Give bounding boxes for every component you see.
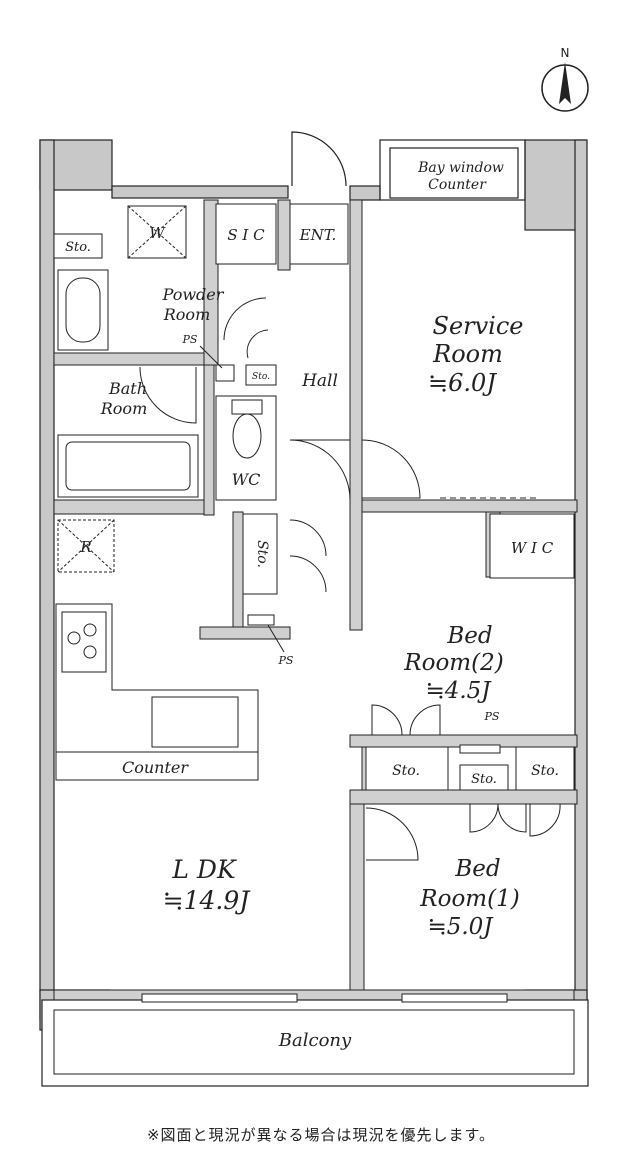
- bed1-area: ≒5.0J: [427, 914, 494, 940]
- bath-door[interactable]: [139, 366, 197, 424]
- hall-storage: [242, 513, 278, 595]
- service-room-area: ≒6.0J: [428, 369, 497, 397]
- bay-window-frame: [379, 139, 526, 201]
- sto-hall-label: Sto.: [254, 540, 270, 568]
- ldk-label: L DK: [171, 855, 237, 884]
- north-compass-icon: N: [541, 46, 589, 112]
- storage-left: [365, 746, 449, 791]
- balcony-label: Balcony: [278, 1030, 352, 1051]
- hall-door[interactable]: [289, 439, 351, 501]
- bay-window-label: Bay window: [417, 160, 504, 176]
- walk-in-closet: [489, 513, 575, 579]
- bed1-label: Bed: [454, 856, 500, 882]
- storage-right: [515, 746, 575, 791]
- entrance: [289, 203, 349, 265]
- small-storage: [245, 364, 277, 386]
- bath-room-label-2: Room: [100, 399, 147, 418]
- entrance-door[interactable]: [291, 131, 347, 187]
- refrigerator-icon: R: [57, 519, 115, 573]
- ps-kitchen-leader: [267, 624, 285, 653]
- windows: [141, 993, 508, 1003]
- sto-top-label: Sto.: [65, 240, 91, 255]
- sic-label: S I C: [227, 226, 265, 244]
- ps-bed-shaft: [459, 744, 501, 754]
- sto-mid-label: Sto.: [471, 772, 497, 787]
- hall-label: Hall: [301, 371, 338, 391]
- service-room-label: Service: [433, 312, 524, 340]
- ps-bed-label: PS: [484, 710, 500, 723]
- ps-shaft: [215, 364, 235, 382]
- washer-label: W: [149, 224, 166, 242]
- wc-label: WC: [232, 470, 261, 489]
- ps-kitchen-shaft: [247, 614, 275, 626]
- kitchen-counter: [55, 603, 259, 781]
- service-room-label-2: Room: [432, 340, 503, 368]
- sto-door-swing[interactable]: [246, 329, 269, 359]
- bath-room-label: Bath: [108, 379, 147, 398]
- stove-icon: [67, 623, 97, 659]
- compass-label: N: [561, 46, 570, 60]
- bathtub-icon: [57, 434, 199, 498]
- bed2-label-2: Room(2): [403, 650, 503, 676]
- ps-leader-line: [199, 345, 223, 369]
- service-room-door[interactable]: [361, 439, 421, 499]
- sto-left-label: Sto.: [392, 763, 420, 779]
- storage-middle: [459, 764, 509, 791]
- ps-kitchen-label: PS: [278, 654, 294, 667]
- ps-powder-label: PS: [182, 333, 198, 346]
- powder-room-label-2: Room: [163, 305, 210, 324]
- fridge-label: R: [79, 538, 91, 556]
- hall-storage-door[interactable]: [289, 519, 327, 593]
- bed1-label-2: Room(1): [419, 886, 519, 912]
- counter-label: Counter: [122, 758, 189, 777]
- wic-label: W I C: [511, 539, 554, 557]
- footnote: ※図面と現況が異なる場合は現況を優先します。: [146, 1126, 496, 1144]
- bed2-label: Bed: [446, 623, 492, 649]
- washbasin-icon: [57, 269, 109, 351]
- sto-small-label: Sto.: [252, 372, 270, 382]
- bay-window-counter-label: Counter: [428, 177, 487, 193]
- powder-room-label: Powder: [162, 285, 225, 304]
- ldk-area: ≒14.9J: [163, 886, 252, 915]
- washer-icon: W: [127, 205, 187, 259]
- entrance-label: ENT.: [299, 226, 337, 244]
- toilet-icon: [231, 399, 263, 459]
- bed1-closet-doors[interactable]: [469, 803, 561, 837]
- sto-right-label: Sto.: [531, 763, 559, 779]
- storage-top-left: [53, 233, 103, 259]
- bed1-door[interactable]: [365, 807, 419, 861]
- bed2-area: ≒4.5J: [425, 678, 492, 704]
- balcony: Balcony: [41, 999, 589, 1087]
- bed2-door[interactable]: [371, 704, 441, 736]
- sic-closet: [215, 203, 277, 265]
- powder-door-swing[interactable]: [223, 297, 267, 341]
